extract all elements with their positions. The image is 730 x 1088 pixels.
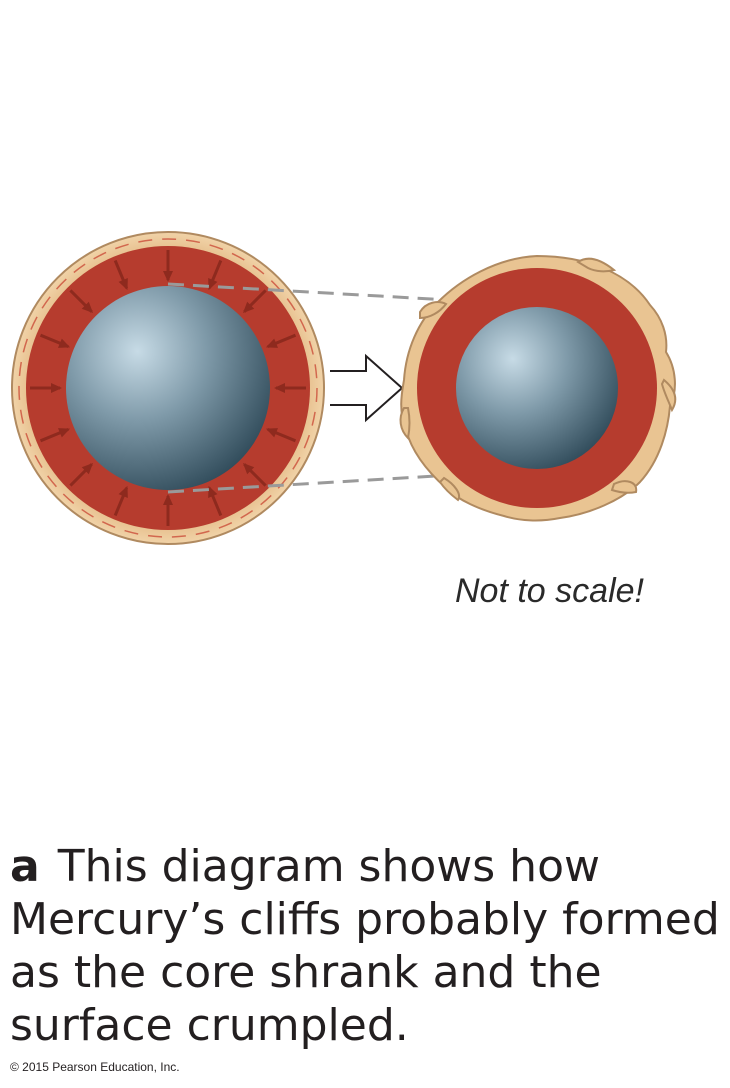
caption-line-4: surface crumpled. bbox=[10, 1000, 409, 1051]
cliff-bumps bbox=[399, 257, 677, 502]
caption-line-1: a This diagram shows how bbox=[10, 840, 730, 893]
inward-arrow-head bbox=[81, 301, 94, 314]
planet-after bbox=[399, 254, 677, 522]
cliff-top-left bbox=[419, 301, 448, 320]
inward-arrow-head bbox=[208, 277, 218, 291]
cliff-bottom-left bbox=[438, 476, 460, 502]
inward-arrow-head bbox=[265, 338, 279, 348]
surface-stress-ring bbox=[18, 238, 318, 538]
inward-arrow-head bbox=[57, 428, 71, 438]
cliff-right bbox=[660, 378, 677, 413]
inward-arrow-head bbox=[208, 485, 218, 499]
caption-line-3: as the core shrank and the bbox=[10, 947, 602, 998]
inward-arrows bbox=[30, 250, 306, 526]
inward-arrow-head bbox=[57, 338, 71, 348]
caption-line-2: Mercury’s cliffs probably formed bbox=[10, 894, 720, 945]
caption-letter: a bbox=[10, 841, 40, 892]
inward-arrow-head bbox=[163, 271, 173, 282]
inward-arrow-head bbox=[242, 462, 255, 475]
cliff-left bbox=[399, 407, 411, 441]
cliff-top-right bbox=[576, 257, 617, 273]
inward-arrow-head bbox=[118, 485, 128, 499]
cliff-bottom-right bbox=[610, 480, 638, 494]
inward-arrow-head bbox=[265, 428, 279, 438]
inward-arrow-head bbox=[51, 383, 62, 393]
caption-text-1: This diagram shows how bbox=[57, 841, 600, 892]
inward-arrow-head bbox=[274, 383, 285, 393]
inward-arrow-head bbox=[81, 462, 94, 475]
inward-arrow-head bbox=[242, 301, 255, 314]
planet-before bbox=[11, 231, 325, 545]
not-to-scale-note: Not to scale! bbox=[455, 572, 644, 610]
core-before bbox=[66, 286, 270, 490]
core-after bbox=[456, 307, 618, 469]
inward-arrow-head bbox=[163, 494, 173, 505]
transition-arrow-icon bbox=[330, 353, 404, 423]
mercury-shrinking-diagram bbox=[11, 231, 677, 545]
copyright-notice: © 2015 Pearson Education, Inc. bbox=[10, 1060, 180, 1074]
inward-arrow-head bbox=[118, 277, 128, 291]
figure-caption: a This diagram shows how Mercury’s cliffs… bbox=[10, 840, 730, 1052]
